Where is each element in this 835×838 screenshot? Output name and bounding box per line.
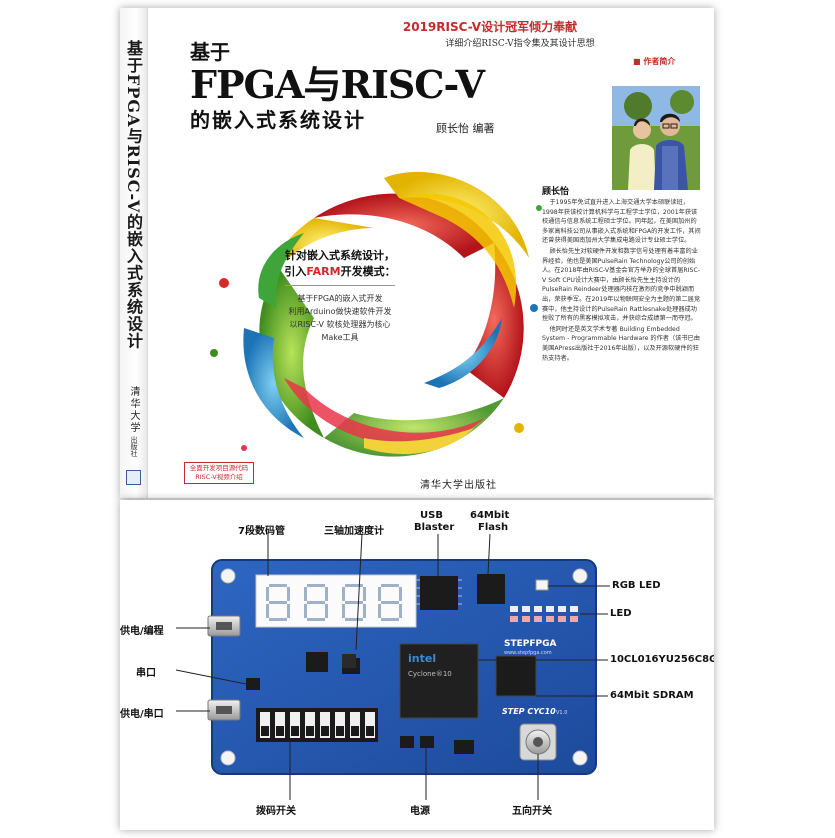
- spine-publisher-sub: 出版社: [130, 436, 138, 457]
- board-model-sub: V1.0: [556, 710, 567, 716]
- spine-title: 基于FPGA与RISC-V的嵌入式系统设计: [124, 40, 143, 350]
- board-brand-sub: www.stepfpga.com: [504, 650, 552, 656]
- feature-item: 基于FPGA的嵌入式开发: [297, 294, 383, 303]
- feature-item: 以RISC-V 软核处理器为核心: [289, 320, 391, 329]
- label-led: LED: [610, 608, 632, 619]
- bonus-tag: 全面开发项目源代码 RISC-V视频介绍: [184, 462, 254, 484]
- chip-name: Cyclone®10: [408, 670, 452, 678]
- board-brand: STEPFPGA: [504, 639, 556, 649]
- chip-brand: intel: [408, 652, 436, 665]
- usb-connector-top: [207, 615, 241, 637]
- label-seven-seg: 7段数码管: [238, 526, 285, 537]
- book-title: FPGA与RISC-V: [190, 62, 485, 107]
- paint-splash-illustration: [210, 171, 542, 457]
- author-bio: 于1995年免试直升进入上海交通大学本硕联读班，1998年获该校计算机科学与工程…: [542, 198, 702, 364]
- feature-item: Make工具: [321, 333, 359, 342]
- book-spine: 基于FPGA与RISC-V的嵌入式系统设计 清华大学 出版社: [120, 8, 148, 498]
- five-way-switch: [519, 723, 557, 761]
- label-power: 电源: [410, 806, 430, 817]
- book-cover: 基于FPGA与RISC-V的嵌入式系统设计 清华大学 出版社 2019RISC-…: [120, 8, 714, 498]
- bio-paragraph: 于1995年免试直升进入上海交通大学本硕联读班，1998年获该校计算机科学与工程…: [542, 199, 701, 245]
- feature-summary: 针对嵌入式系统设计， 引入FARM开发模式： 基于FPGA的嵌入式开发 利用Ar…: [250, 248, 430, 344]
- fpga-chip: intel Cyclone®10: [399, 643, 479, 719]
- led-row: [510, 606, 578, 622]
- feature-subheading: 引入FARM开发模式：: [250, 264, 430, 280]
- label-sdram: 64Mbit SDRAM: [610, 690, 694, 701]
- bio-paragraph: 顾长怡先生对软硬件开发和数字信号处理有着丰富的业界经验，他也是美国PulseRa…: [542, 247, 701, 323]
- fpga-board: intel Cyclone®10 STEPFPGA www.stepfpga.c…: [175, 533, 610, 800]
- author-photo: [612, 86, 700, 190]
- about-author-heading: ■ 作者简介: [633, 57, 676, 66]
- spine-publisher: 清华大学: [128, 386, 139, 434]
- label-accelerometer: 三轴加速度计: [324, 526, 384, 537]
- publisher-name: 清华大学出版社: [420, 480, 497, 491]
- label-rgb-led: RGB LED: [612, 580, 661, 591]
- label-flash-line2: Flash: [478, 522, 509, 533]
- board-photo-panel: intel Cyclone®10 STEPFPGA www.stepfpga.c…: [120, 500, 714, 830]
- label-dip-switch: 拨码开关: [256, 806, 296, 817]
- feature-item: 利用Arduino做快速软件开发: [288, 307, 392, 316]
- publisher-logo-icon: [126, 470, 141, 485]
- flash-chip: [477, 574, 505, 604]
- label-fpga-part: 10CL016YU256C8G: [610, 654, 714, 665]
- seven-segment-display: [255, 574, 417, 628]
- label-power-program: 供电/编程: [120, 626, 164, 637]
- bio-paragraph: 他同时还是英文学术专著 Building Embedded System - P…: [542, 325, 700, 362]
- farm-highlight: FARM: [306, 265, 341, 278]
- usb-blaster-chip: [420, 576, 458, 610]
- label-power-serial: 供电/串口: [120, 709, 164, 720]
- award-badge: 2019RISC-V设计冠军倾力奉献: [402, 20, 578, 34]
- author-name: 顾长怡: [542, 187, 570, 197]
- feature-heading: 针对嵌入式系统设计，: [285, 249, 395, 262]
- author-credit: 顾长怡 编著: [436, 122, 495, 135]
- label-flash-line1: 64Mbit: [470, 510, 510, 521]
- badge-subtitle: 详细介绍RISC-V指令集及其设计思想: [445, 39, 595, 49]
- feature-subheading-pre: 引入: [284, 265, 307, 278]
- bonus-tag-line: RISC-V视频介绍: [195, 473, 243, 481]
- label-serial: 串口: [136, 668, 156, 679]
- sdram-chip: [495, 655, 537, 697]
- title-prefix: 基于: [190, 40, 230, 64]
- feature-subheading-post: 开发模式：: [340, 265, 396, 278]
- rgb-led: [535, 579, 549, 591]
- usb-connector-bottom: [207, 699, 241, 721]
- bonus-tag-line: 全面开发项目源代码: [189, 464, 249, 472]
- title-suffix: 的嵌入式系统设计: [190, 108, 366, 132]
- label-usb-blaster-line1: USB: [420, 510, 443, 521]
- board-model: STEP CYC10: [502, 707, 556, 716]
- dip-switch: [256, 708, 378, 742]
- label-usb-blaster-line2: Blaster: [414, 522, 455, 533]
- label-five-way-switch: 五向开关: [512, 806, 552, 817]
- divider: [285, 285, 395, 286]
